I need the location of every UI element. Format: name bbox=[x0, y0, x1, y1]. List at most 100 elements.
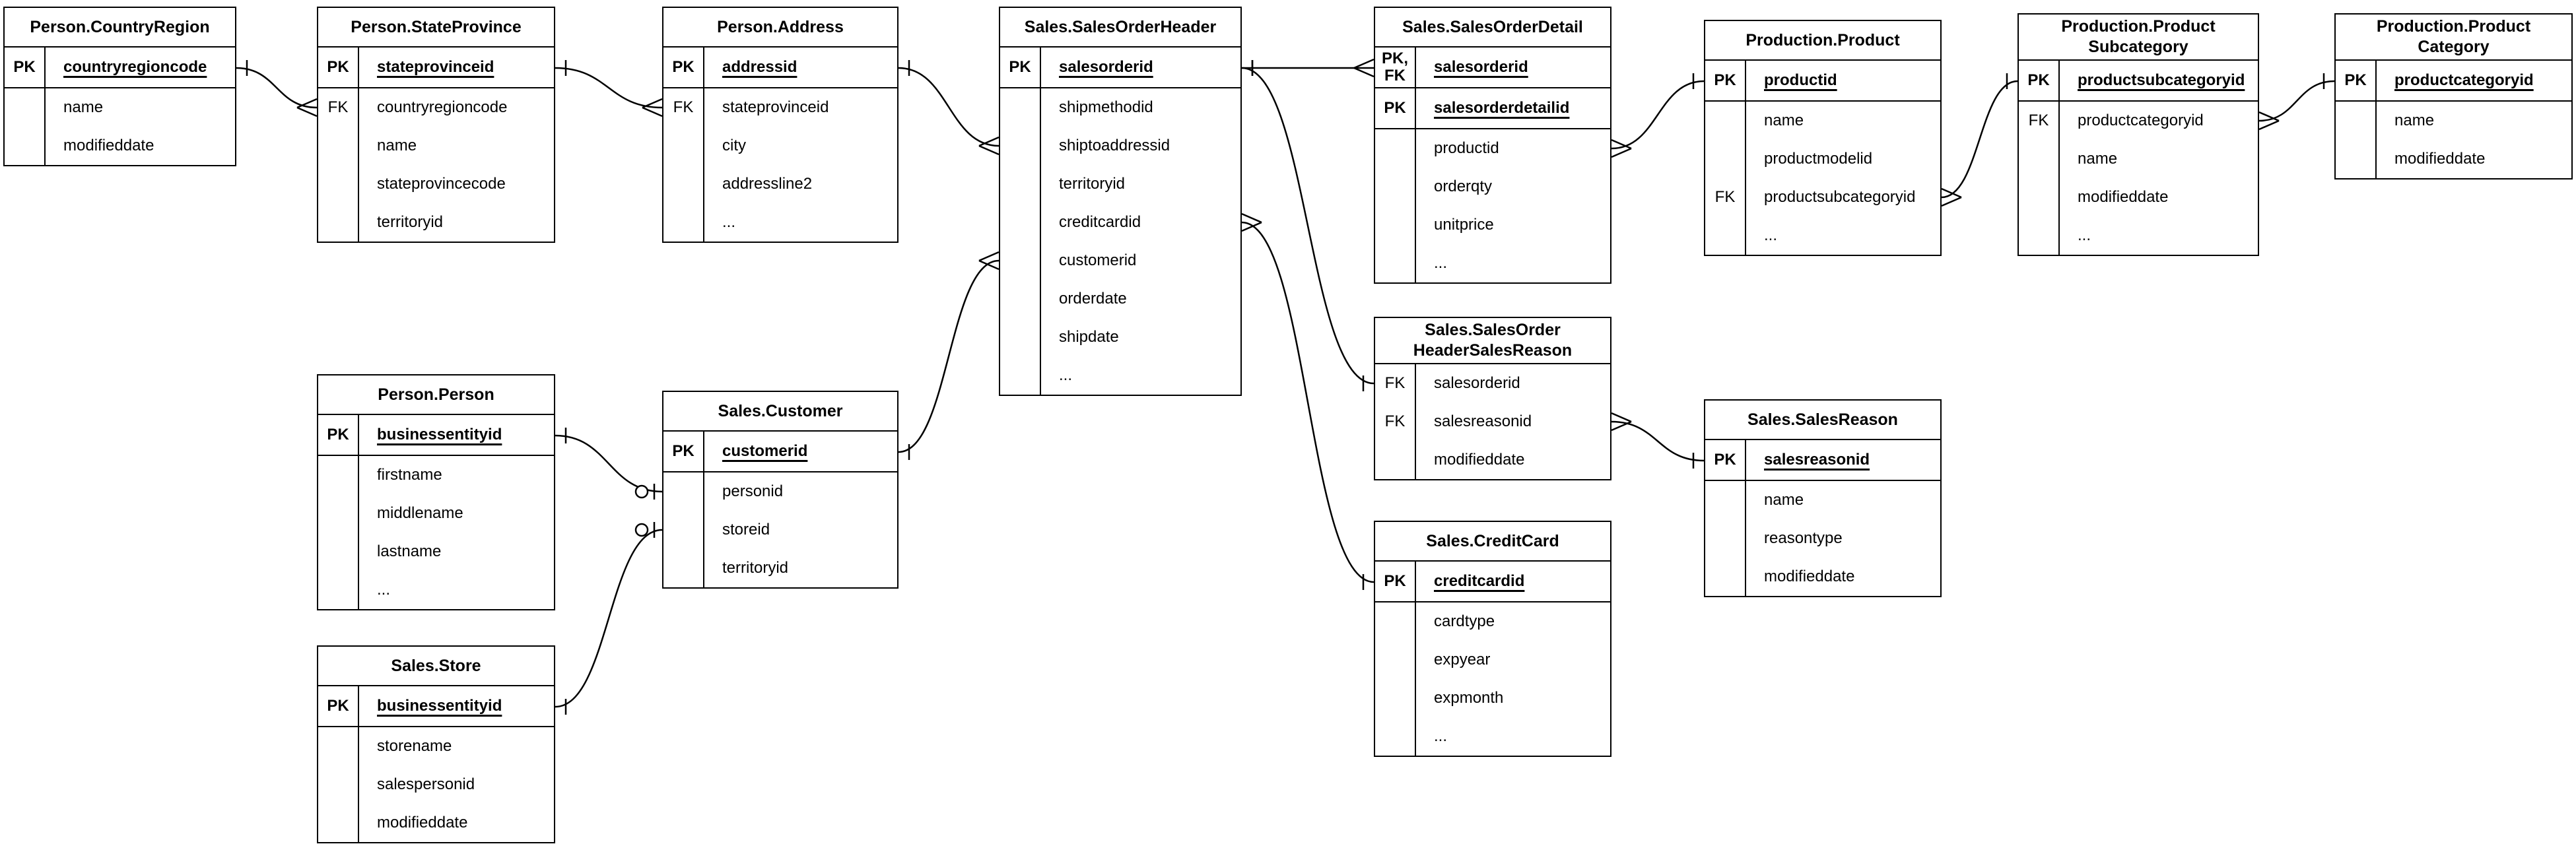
key-tag bbox=[663, 511, 704, 549]
relationship-address-salesorderheader bbox=[898, 60, 1000, 156]
attr-row-modifieddate: modifieddate bbox=[318, 804, 554, 842]
attribute-productmodelid: productmodelid bbox=[1764, 150, 1873, 168]
key-tag bbox=[663, 127, 704, 165]
key-tag bbox=[663, 165, 704, 203]
attr-row-salespersonid: salespersonid bbox=[318, 765, 554, 804]
key-tag bbox=[5, 88, 46, 127]
attribute-cardtype: cardtype bbox=[1434, 612, 1495, 630]
attribute-modifieddate: modifieddate bbox=[377, 814, 468, 831]
attribute-storeid: storeid bbox=[722, 521, 770, 538]
attribute-...: ... bbox=[377, 581, 391, 599]
attribute-personid: personid bbox=[722, 482, 784, 500]
attribute-expyear: expyear bbox=[1434, 651, 1491, 668]
attribute-modifieddate: modifieddate bbox=[1434, 451, 1525, 469]
key-tag: FK bbox=[2019, 102, 2060, 140]
attribute-salesreasonid: salesreasonid bbox=[1434, 412, 1532, 430]
key-tag bbox=[2019, 178, 2060, 216]
key-attribute-productcategoryid: productcategoryid bbox=[2394, 71, 2534, 89]
table-title-line: Category bbox=[2418, 38, 2490, 56]
attribute-customerid: customerid bbox=[1059, 251, 1137, 269]
attr-row-salesreasonid: FK salesreasonid bbox=[1375, 403, 1610, 441]
relationship-product-productsubcategory bbox=[1941, 73, 2018, 207]
table-title-line: Sales.SalesReason bbox=[1747, 410, 1898, 429]
attr-row-name: name bbox=[1705, 481, 1940, 519]
key-tag bbox=[318, 727, 359, 765]
attr-row-orderdate: orderdate bbox=[1000, 280, 1240, 318]
relationship-countryregion-stateprovince bbox=[236, 60, 318, 117]
attribute-creditcardid: creditcardid bbox=[1059, 213, 1141, 231]
key-tag bbox=[1705, 519, 1746, 558]
attr-row-addressline2: addressline2 bbox=[663, 165, 897, 203]
relationship-salesorderheader-creditcard bbox=[1241, 212, 1374, 590]
table-title-line: Person.Person bbox=[378, 385, 494, 404]
key-tag bbox=[1000, 356, 1041, 395]
key-tag bbox=[2019, 140, 2060, 178]
attr-row-firstname: firstname bbox=[318, 456, 554, 494]
attribute-addressline2: addressline2 bbox=[722, 175, 813, 193]
relationship-productsubcategory-productcategory bbox=[2258, 73, 2335, 131]
attribute-modifieddate: modifieddate bbox=[2394, 150, 2486, 168]
key-tag: PK bbox=[318, 415, 359, 455]
attr-row-territoryid: territoryid bbox=[1000, 165, 1240, 203]
key-tag bbox=[5, 127, 46, 165]
attr-row-unitprice: unitprice bbox=[1375, 206, 1610, 244]
table-title-line: Person.CountryRegion bbox=[30, 17, 210, 36]
attr-row-expyear: expyear bbox=[1375, 641, 1610, 679]
key-attribute-customerid: customerid bbox=[722, 442, 808, 460]
key-tag: PK bbox=[663, 432, 704, 471]
key-tag: PK, FK bbox=[1375, 48, 1416, 87]
key-tag: PK bbox=[1375, 88, 1416, 128]
attr-row-shiptoaddressid: shiptoaddressid bbox=[1000, 127, 1240, 165]
attribute-...: ... bbox=[1434, 727, 1448, 745]
attribute-productid: productid bbox=[1434, 139, 1499, 157]
key-tag bbox=[1000, 165, 1041, 203]
attr-row-cardtype: cardtype bbox=[1375, 602, 1610, 641]
attribute-modifieddate: modifieddate bbox=[1764, 568, 1855, 585]
table-title-line: Production.Product bbox=[2376, 17, 2531, 36]
attribute-name: name bbox=[1764, 491, 1804, 509]
table-title: Sales.SalesReason bbox=[1705, 401, 1940, 440]
key-tag bbox=[1000, 88, 1041, 127]
table-title: Sales.Store bbox=[318, 647, 554, 686]
attr-row-modifieddate: modifieddate bbox=[2019, 178, 2258, 216]
table-title: Production.Product bbox=[1705, 21, 1940, 61]
attr-row-territoryid: territoryid bbox=[318, 203, 554, 242]
key-tag bbox=[318, 571, 359, 609]
table-title-line: Production.Product bbox=[1746, 30, 1900, 49]
key-tag bbox=[1375, 129, 1416, 168]
key-tag: FK bbox=[1705, 178, 1746, 216]
key-tag bbox=[1705, 481, 1746, 519]
relationship-stateprovince-address bbox=[555, 60, 663, 117]
key-tag bbox=[1375, 717, 1416, 756]
attribute-modifieddate: modifieddate bbox=[63, 137, 154, 154]
key-attribute-countryregioncode: countryregioncode bbox=[63, 58, 207, 76]
attr-row-...: ... bbox=[663, 203, 897, 242]
key-tag: FK bbox=[1375, 403, 1416, 441]
key-tag: PK bbox=[318, 686, 359, 726]
key-tag bbox=[1375, 641, 1416, 679]
attribute-shiptoaddressid: shiptoaddressid bbox=[1059, 137, 1170, 154]
